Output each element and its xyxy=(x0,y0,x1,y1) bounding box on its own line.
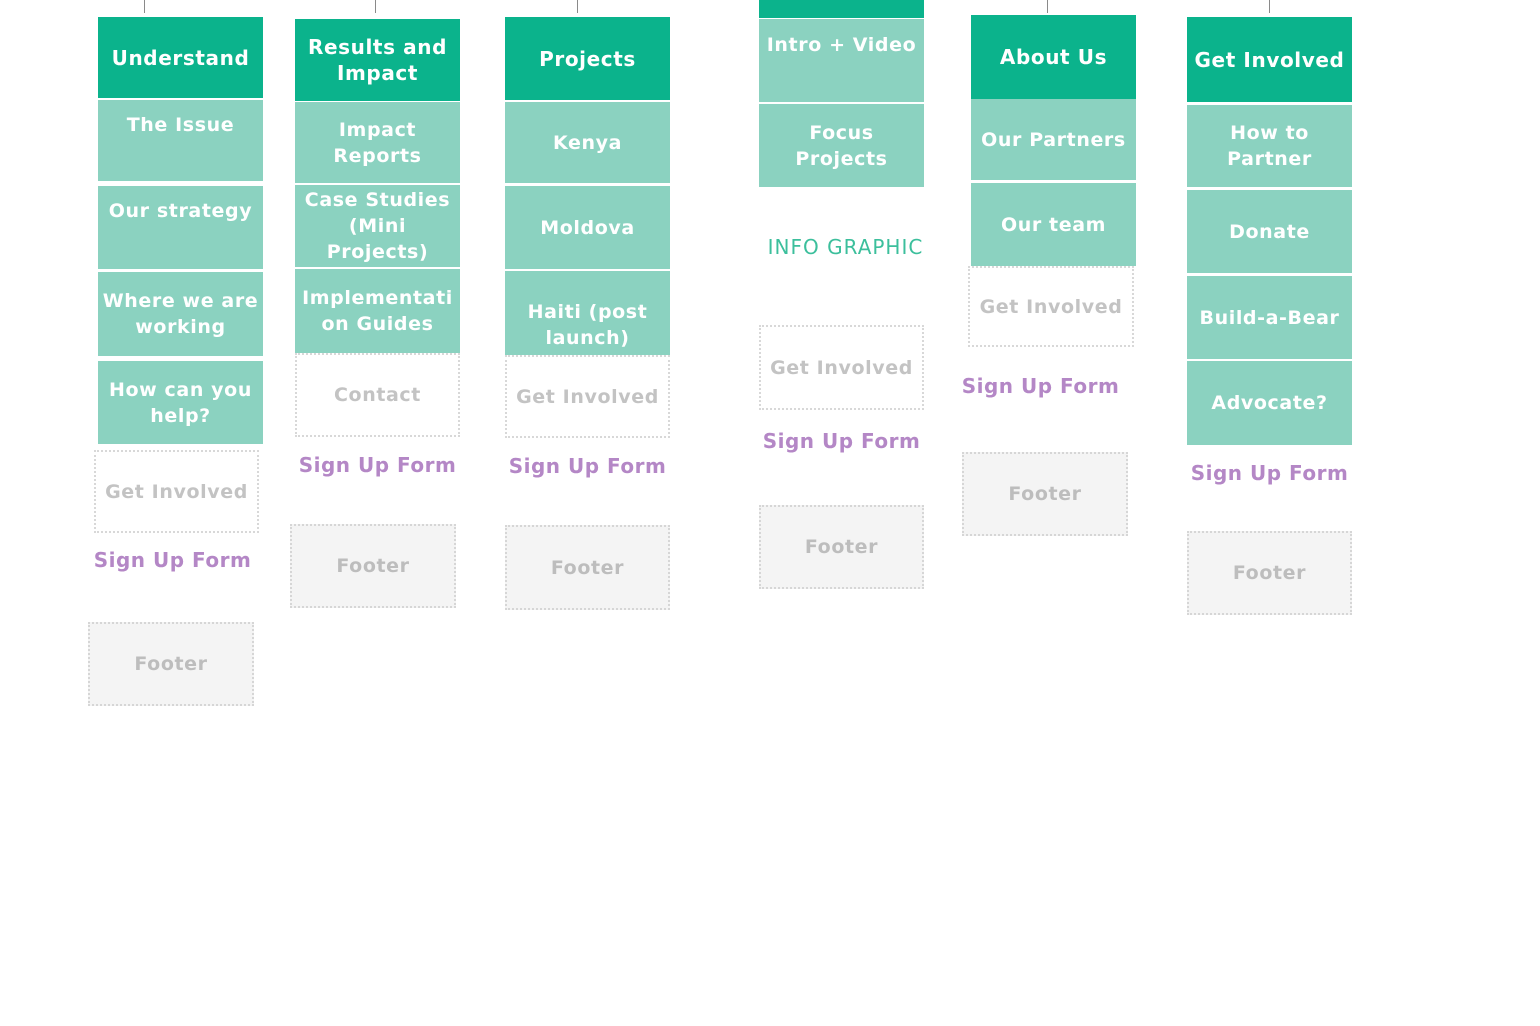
page-where-we-are-working: Where we are working xyxy=(98,272,263,356)
signup-form-label: Sign Up Form xyxy=(93,548,252,572)
page-advocate: Advocate? xyxy=(1187,361,1352,445)
page-our-partners: Our Partners xyxy=(971,99,1136,180)
get-involved-placeholder: Get Involved xyxy=(94,450,259,533)
footer-placeholder: Footer xyxy=(505,525,670,610)
connector-line xyxy=(1047,0,1048,13)
page-implementation-guides: Implementati on Guides xyxy=(295,269,460,353)
page-kenya: Kenya xyxy=(505,102,670,183)
page-donate: Donate xyxy=(1187,190,1352,273)
header-get-involved: Get Involved xyxy=(1187,17,1352,102)
contact-placeholder: Contact xyxy=(295,353,460,437)
header-results-and-impact: Results and Impact xyxy=(295,19,460,101)
page-moldova: Moldova xyxy=(505,186,670,269)
header-home xyxy=(759,0,924,18)
connector-line xyxy=(375,0,376,13)
get-involved-placeholder: Get Involved xyxy=(759,325,924,410)
connector-line xyxy=(1269,0,1270,13)
page-how-to-partner: How to Partner xyxy=(1187,105,1352,187)
page-haiti: Haiti (post launch) xyxy=(505,271,670,355)
header-projects: Projects xyxy=(505,17,670,100)
connector-line xyxy=(577,0,578,13)
page-our-strategy: Our strategy xyxy=(98,186,263,269)
footer-placeholder: Footer xyxy=(88,622,254,706)
footer-placeholder: Footer xyxy=(962,452,1128,536)
signup-form-label: Sign Up Form xyxy=(1190,461,1349,485)
header-understand: Understand xyxy=(98,17,263,98)
signup-form-label: Sign Up Form xyxy=(508,454,667,478)
get-involved-placeholder: Get Involved xyxy=(968,266,1134,347)
page-focus-projects: Focus Projects xyxy=(759,104,924,187)
footer-placeholder: Footer xyxy=(1187,531,1352,615)
connector-line xyxy=(144,0,145,13)
page-how-can-you-help: How can you help? xyxy=(98,361,263,444)
footer-placeholder: Footer xyxy=(759,505,924,589)
page-the-issue: The Issue xyxy=(98,100,263,181)
signup-form-label: Sign Up Form xyxy=(762,429,921,453)
signup-form-label: Sign Up Form xyxy=(961,374,1120,398)
page-intro-video: Intro + Video xyxy=(759,19,924,102)
get-involved-placeholder: Get Involved xyxy=(505,355,670,438)
footer-placeholder: Footer xyxy=(290,524,456,608)
page-our-team: Our team xyxy=(971,183,1136,266)
header-about-us: About Us xyxy=(971,15,1136,99)
signup-form-label: Sign Up Form xyxy=(298,453,457,477)
page-impact-reports: Impact Reports xyxy=(295,102,460,183)
page-case-studies: Case Studies (Mini Projects) xyxy=(295,185,460,267)
page-build-a-bear: Build-a-Bear xyxy=(1187,276,1352,359)
infographic-label: INFO GRAPHIC xyxy=(767,235,924,259)
